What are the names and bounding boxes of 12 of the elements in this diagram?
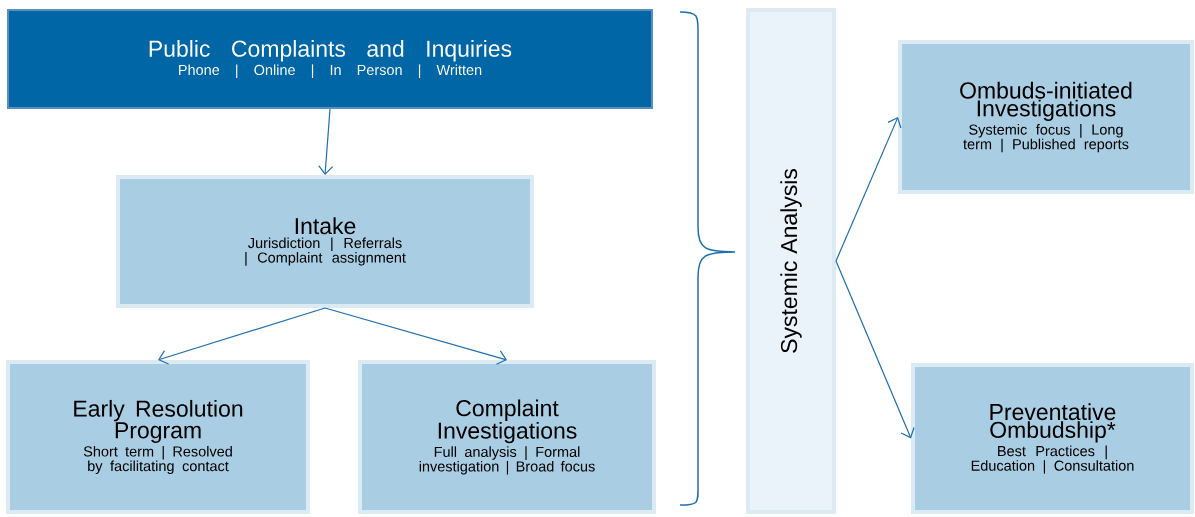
vertical-band: Systemic Analysis [746, 8, 836, 514]
process-box: Public Complaints and Inquiries Phone | Online | In Person | Written [7, 9, 653, 109]
arrow [324, 307, 507, 365]
arrow [318, 108, 334, 175]
process-box: Intake Jurisdiction | Referrals | Complaint assignment [116, 175, 534, 308]
process-box: Ombuds-initiated Investigations Systemic focus | Long term | Published reports [898, 40, 1194, 194]
arrow [158, 307, 326, 365]
process-box: Early Resolution Program Short term | Resolved by facilitating contact [6, 360, 310, 514]
process-box: Complaint Investigations Full analysis | Formal investigation | Broad focus [358, 360, 656, 514]
arrow [835, 260, 915, 439]
arrow [835, 117, 902, 262]
process-box: Preventative Ombudship* Best Practices | Education | Consultation [911, 363, 1194, 514]
